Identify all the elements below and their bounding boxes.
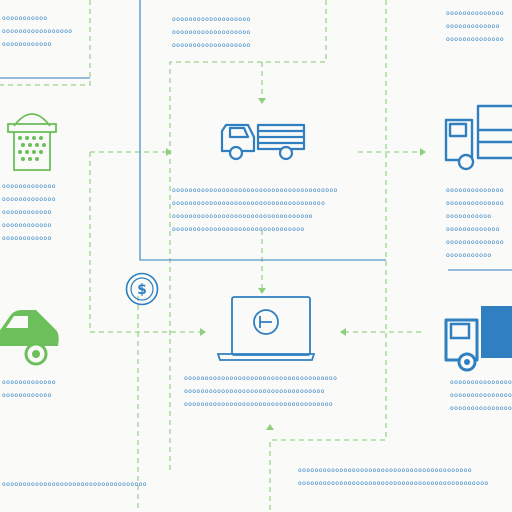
text-line: oooooooooooooooooooooooooooooooo bbox=[172, 226, 305, 233]
text-block-right-mid: oooooooooooooo oooooooooooooo oooooooooo… bbox=[446, 184, 504, 262]
text-block-center-mid: oooooooooooooooooooooooooooooooooooooooo… bbox=[172, 184, 338, 236]
text-line: ooooooooooooooooo bbox=[450, 405, 512, 412]
text-line: ooooooooooooooooo bbox=[450, 379, 512, 386]
arrowhead bbox=[420, 148, 426, 156]
text-line: ooooooooooo bbox=[446, 213, 492, 220]
text-line: ooooooooooooooooooo bbox=[172, 16, 251, 23]
arrowhead bbox=[258, 288, 266, 294]
text-block-left-mid: ooooooooooooo ooooooooooooo oooooooooooo… bbox=[2, 180, 56, 245]
text-line: oooooooooooo bbox=[2, 209, 52, 216]
text-block-bottom-left: ooooooooooooooooooooooooooooooooooo bbox=[2, 478, 147, 491]
connector-right-spine bbox=[269, 0, 387, 512]
arrowhead bbox=[266, 424, 274, 430]
text-line: ooooooooooooo bbox=[446, 23, 500, 30]
text-line: oooooooooooo bbox=[2, 222, 52, 229]
basket-icon bbox=[7, 113, 57, 171]
text-line: oooooooooooooo bbox=[446, 187, 504, 194]
box-truck-icon bbox=[444, 306, 512, 372]
connector-left-vertical bbox=[89, 152, 200, 333]
arrowhead bbox=[166, 148, 172, 156]
text-line: oooooooooooooooooooooooooooooooooo bbox=[172, 213, 313, 220]
text-line: oooooooooooooooooooooooooooooooooooooooo… bbox=[298, 480, 489, 487]
text-line: oooooooooooooooooooooooooooooooooooo bbox=[184, 401, 334, 408]
connector-top-left-spine bbox=[0, 0, 91, 86]
text-line: ooooooooooo bbox=[2, 15, 48, 22]
text-block-left-low: ooooooooooooo oooooooooooo bbox=[2, 376, 56, 402]
text-line: oooooooooooooo bbox=[446, 36, 504, 43]
laptop-icon bbox=[216, 296, 316, 361]
svg-text:$: $ bbox=[137, 282, 147, 298]
text-line: oooooooooooo bbox=[2, 235, 52, 242]
text-block-top-center: ooooooooooooooooooo ooooooooooooooooooo … bbox=[172, 13, 251, 52]
text-line: ooooooooooooo bbox=[2, 196, 56, 203]
text-line: ooooooooooooooooooooooooooooooooooooo bbox=[172, 200, 326, 207]
text-line: oooooooooooooo bbox=[446, 239, 504, 246]
connector-top-center-right bbox=[169, 0, 327, 470]
text-block-center-low: ooooooooooooooooooooooooooooooooooooo oo… bbox=[184, 372, 337, 411]
text-line: ooooooooooooo bbox=[2, 379, 56, 386]
text-block-bottom-right: oooooooooooooooooooooooooooooooooooooooo… bbox=[298, 464, 489, 490]
text-line: oooooooooooooo bbox=[446, 10, 504, 17]
connector-blue-box-left bbox=[139, 0, 386, 261]
text-line: ooooooooooooooooooo bbox=[172, 29, 251, 36]
text-line: ooooooooooooooooooooooooooooooooooooo bbox=[184, 375, 338, 382]
flatbed-truck-icon bbox=[220, 123, 306, 161]
text-line: oooooooooooooo bbox=[446, 200, 504, 207]
text-line: oooooooooooooooooooooooooooooooooooooooo bbox=[172, 187, 338, 194]
text-line: oooooooooooooooooooooooooooooooooooooooo… bbox=[298, 467, 472, 474]
box-truck-icon bbox=[444, 104, 512, 171]
arrowhead bbox=[340, 328, 346, 336]
text-line: ooooooooooooooooo bbox=[2, 28, 73, 35]
car-icon bbox=[0, 310, 59, 366]
text-line: ooooooooooooooooooo bbox=[172, 42, 251, 49]
text-line: ooooooooooooooooooooooooooooooooooo bbox=[2, 481, 147, 488]
text-line: oooooooooooo bbox=[2, 41, 52, 48]
text-line: ooooooooooo bbox=[446, 252, 492, 259]
arrowhead bbox=[258, 98, 266, 104]
text-block-top-right: oooooooooooooo ooooooooooooo ooooooooooo… bbox=[446, 7, 504, 46]
text-line: oooooooooooo bbox=[2, 392, 52, 399]
text-line: ooooooooooooo bbox=[446, 226, 500, 233]
text-line: ooooooooooooo bbox=[2, 183, 56, 190]
text-line: oooooooooooooooooooooooooooooooooo bbox=[184, 388, 325, 395]
dollar-coin-icon: $ bbox=[125, 272, 159, 306]
arrowhead bbox=[200, 328, 206, 336]
text-block-top-left: ooooooooooo ooooooooooooooooo oooooooooo… bbox=[2, 12, 72, 51]
text-line: ooooooooooooooo bbox=[450, 392, 512, 399]
